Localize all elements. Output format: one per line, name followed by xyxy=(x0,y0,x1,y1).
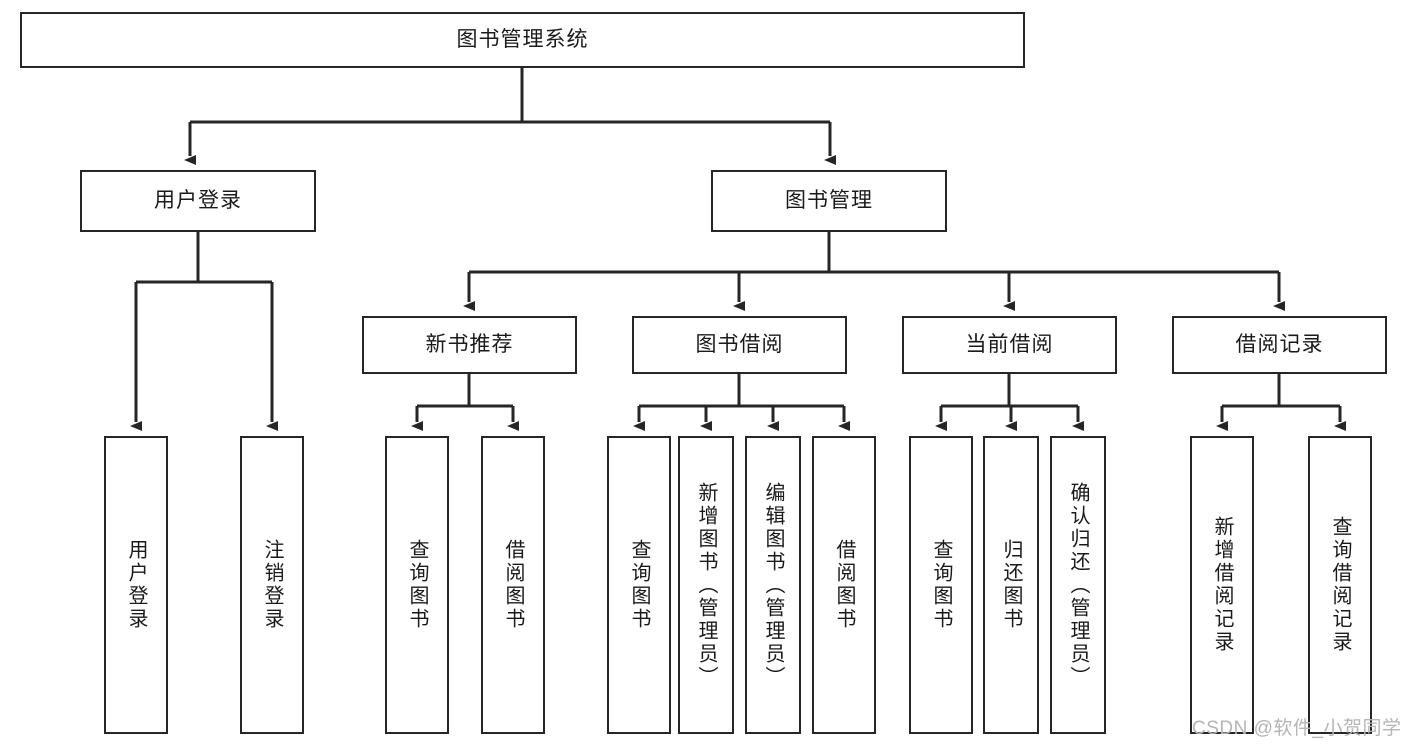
node-root[interactable]: 图书管理系统 xyxy=(20,12,1025,68)
node-leaf-logout-label: 注销登录 xyxy=(261,539,283,631)
node-root-label: 图书管理系统 xyxy=(456,28,589,52)
node-current-borrow-label: 当前借阅 xyxy=(965,333,1054,357)
node-book-management-label: 图书管理 xyxy=(785,189,873,213)
node-leaf-borrow-book-2[interactable]: 借阅图书 xyxy=(812,436,876,734)
node-leaf-edit-book[interactable]: 编辑图书（管理员） xyxy=(745,436,801,734)
node-leaf-query-book-2-label: 查询图书 xyxy=(628,539,650,631)
node-leaf-borrow-book-1[interactable]: 借阅图书 xyxy=(481,436,545,734)
node-leaf-query-borrow-record-label: 查询借阅记录 xyxy=(1329,516,1351,654)
node-new-book-recommendation-label: 新书推荐 xyxy=(425,333,514,357)
node-current-borrow[interactable]: 当前借阅 xyxy=(902,316,1117,374)
csdn-watermark: CSDN @软件_小贺同学 xyxy=(1192,718,1402,739)
node-leaf-logout[interactable]: 注销登录 xyxy=(240,436,304,734)
node-leaf-edit-book-label: 编辑图书（管理员） xyxy=(762,481,784,689)
node-user-login-label: 用户登录 xyxy=(154,189,242,213)
node-leaf-query-book-1-label: 查询图书 xyxy=(406,539,428,631)
node-leaf-query-book-1[interactable]: 查询图书 xyxy=(385,436,449,734)
node-leaf-query-book-2[interactable]: 查询图书 xyxy=(607,436,671,734)
node-book-management[interactable]: 图书管理 xyxy=(711,170,947,232)
node-leaf-add-borrow-record[interactable]: 新增借阅记录 xyxy=(1190,436,1254,734)
node-leaf-query-borrow-record[interactable]: 查询借阅记录 xyxy=(1308,436,1372,734)
node-leaf-return-book-label: 归还图书 xyxy=(1000,539,1022,631)
node-leaf-borrow-book-2-label: 借阅图书 xyxy=(833,539,855,631)
node-leaf-query-book-3[interactable]: 查询图书 xyxy=(909,436,973,734)
node-leaf-confirm-return-label: 确认归还（管理员） xyxy=(1067,481,1089,689)
node-book-borrow[interactable]: 图书借阅 xyxy=(632,316,847,374)
node-borrow-record-label: 借阅记录 xyxy=(1235,333,1324,357)
node-leaf-return-book[interactable]: 归还图书 xyxy=(983,436,1039,734)
node-leaf-add-book-label: 新增图书（管理员） xyxy=(695,481,717,689)
node-leaf-borrow-book-1-label: 借阅图书 xyxy=(502,539,524,631)
node-leaf-confirm-return[interactable]: 确认归还（管理员） xyxy=(1050,436,1106,734)
node-borrow-record[interactable]: 借阅记录 xyxy=(1172,316,1387,374)
node-leaf-add-book[interactable]: 新增图书（管理员） xyxy=(678,436,734,734)
node-leaf-add-borrow-record-label: 新增借阅记录 xyxy=(1211,516,1233,654)
node-leaf-user-login-label: 用户登录 xyxy=(125,539,147,631)
node-user-login[interactable]: 用户登录 xyxy=(80,170,316,232)
node-leaf-query-book-3-label: 查询图书 xyxy=(930,539,952,631)
node-new-book-recommendation[interactable]: 新书推荐 xyxy=(362,316,577,374)
node-leaf-user-login[interactable]: 用户登录 xyxy=(104,436,168,734)
node-book-borrow-label: 图书借阅 xyxy=(695,333,784,357)
